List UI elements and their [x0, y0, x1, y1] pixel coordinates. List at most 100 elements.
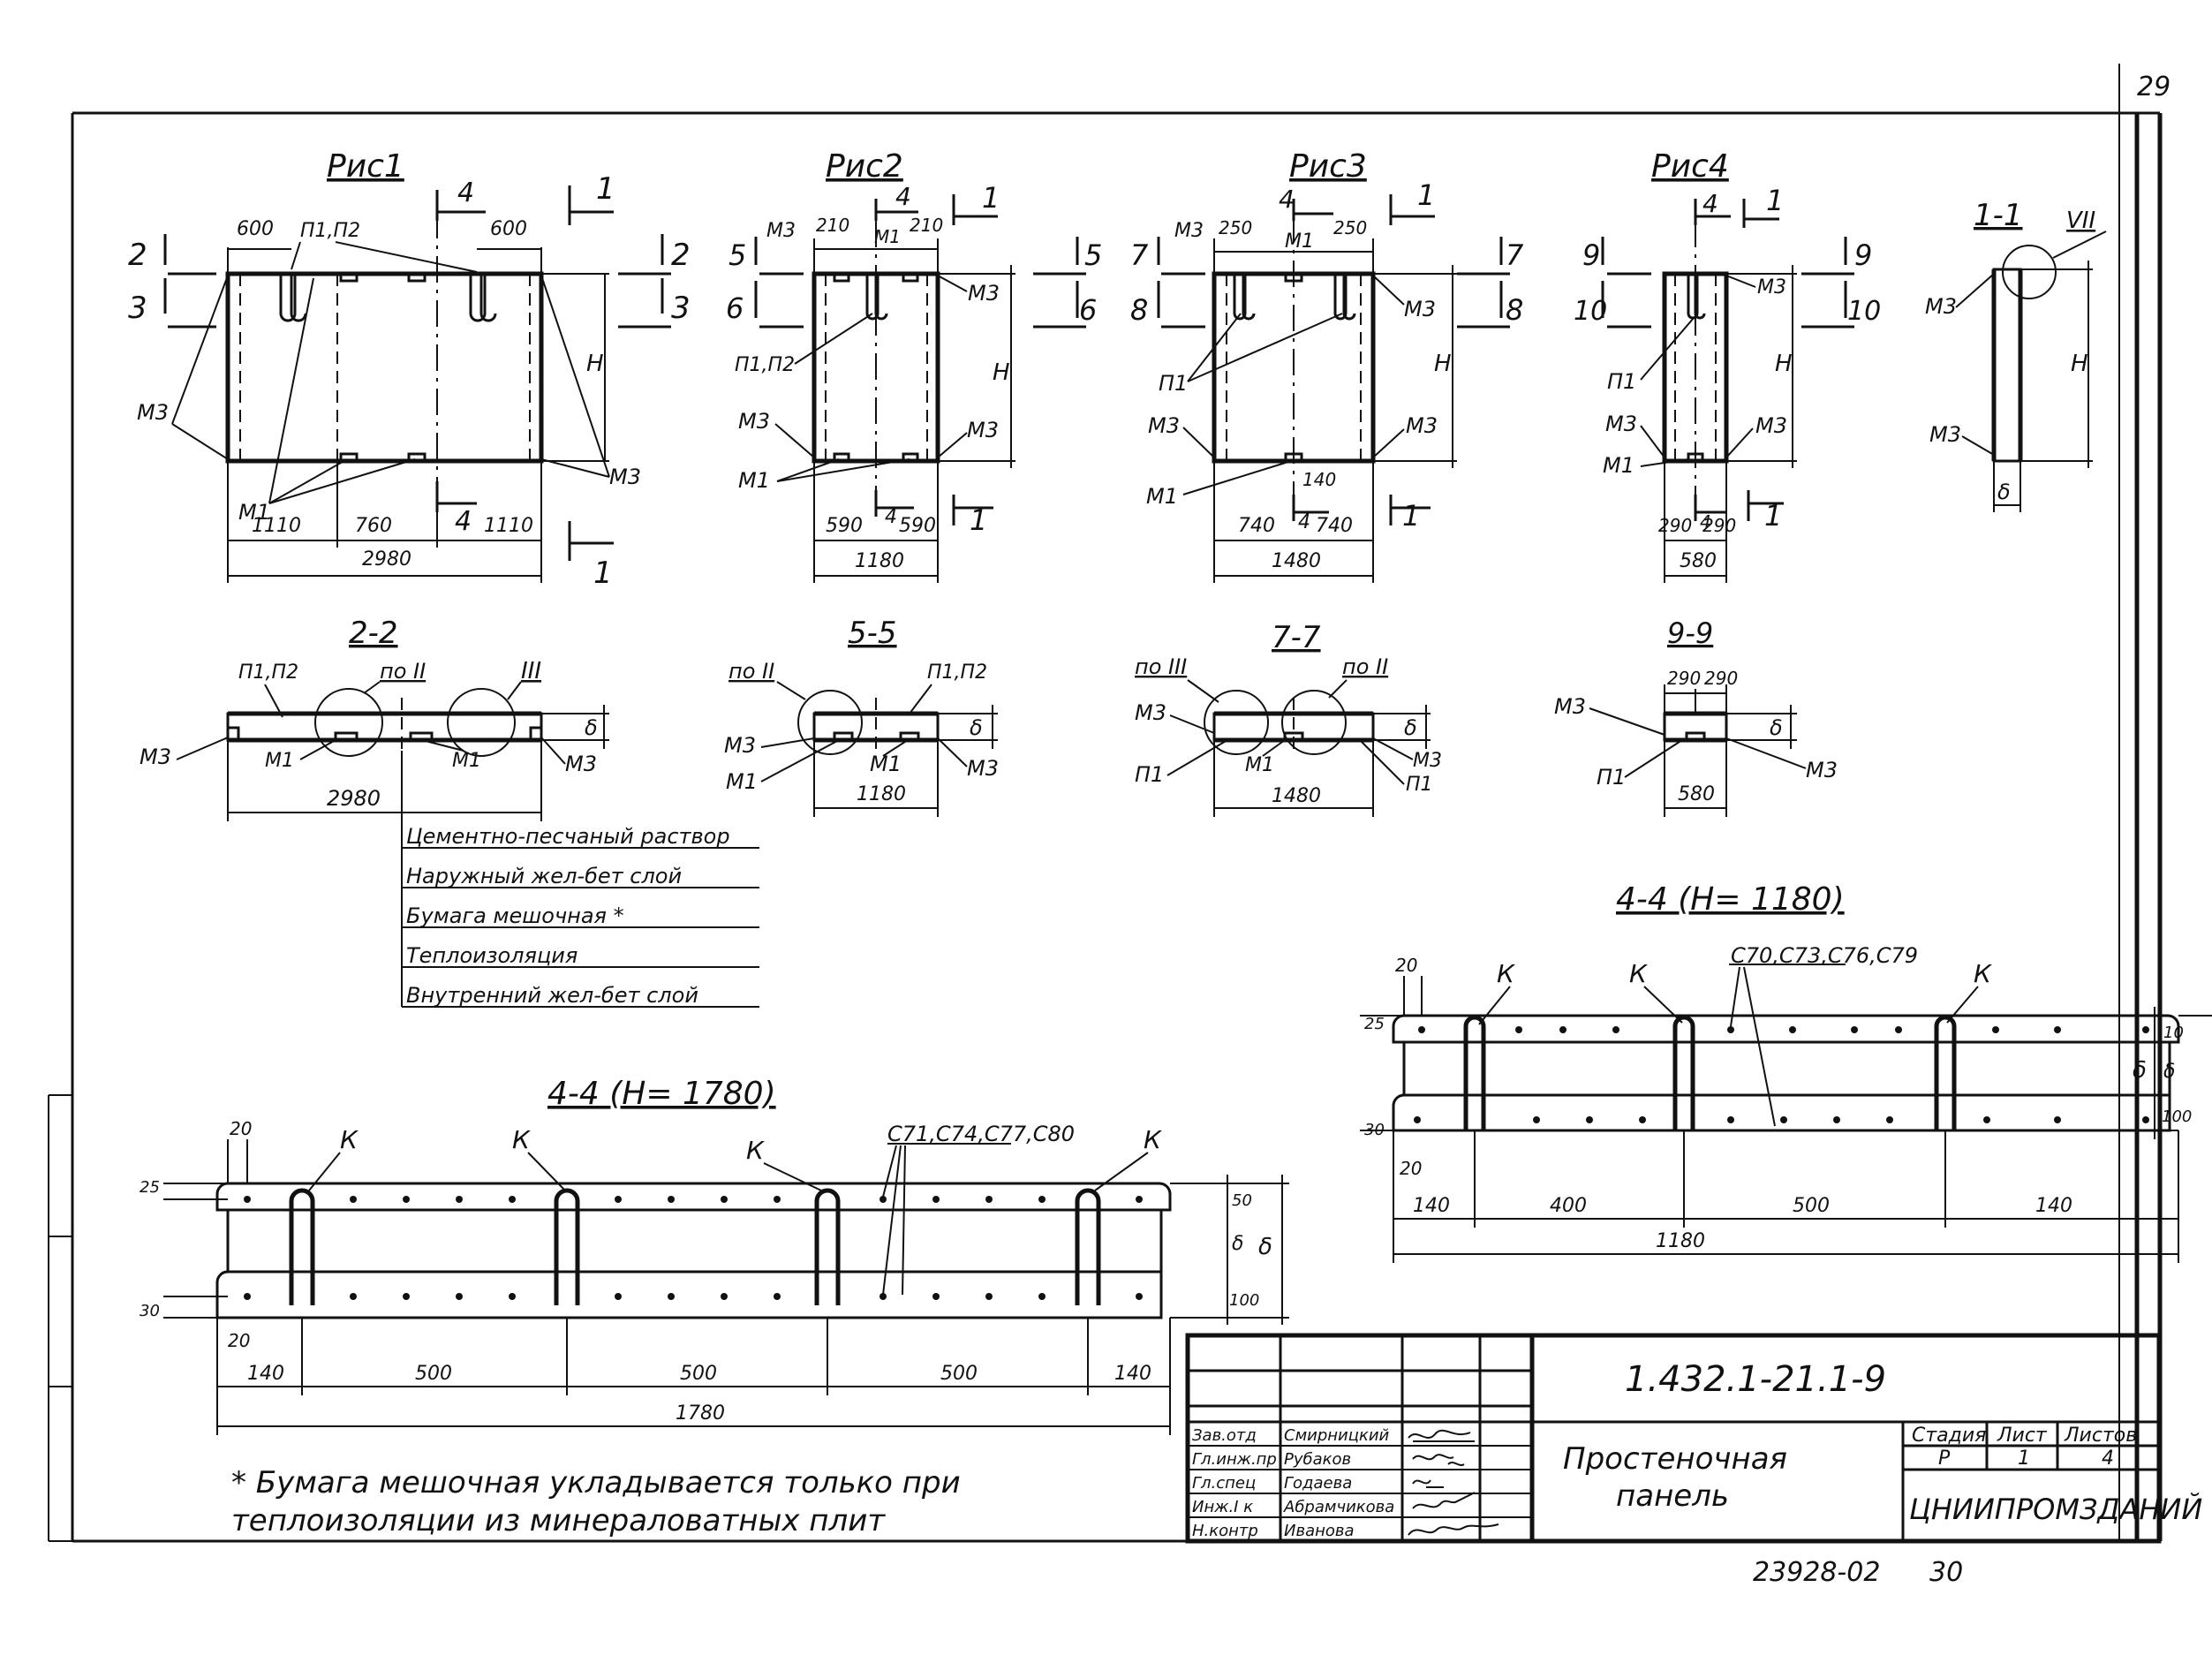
- fig4-section-1-bottom: 1: [1764, 499, 1782, 533]
- title-block-name-1: Смирницкий: [1284, 1426, 1390, 1445]
- section-9-9-p: П1: [1597, 765, 1626, 790]
- section-4-4-large-dim-500-3: 500: [940, 1363, 978, 1385]
- title-block-role-3: Гл.спец: [1192, 1474, 1256, 1493]
- fig3-dim-250-left: 250: [1219, 217, 1252, 238]
- legend-item-insulation: Теплоизоляция: [406, 943, 578, 968]
- section-4-4-small-total: δ: [2133, 1057, 2147, 1084]
- fig2-dim-590-right: 590: [899, 515, 936, 537]
- section-5-5-ref2: по II: [729, 659, 774, 684]
- section-4-4-large-dim-140-right: 140: [1114, 1363, 1151, 1385]
- section-9-9-dim-290-right: 290: [1704, 668, 1738, 689]
- fig2-height: H: [993, 359, 1010, 386]
- section-4-4-small-dim-140-left: 140: [1413, 1195, 1450, 1217]
- signatures: [1408, 1429, 1499, 1536]
- fig3-height: H: [1434, 351, 1452, 377]
- fig1-section-2-right: 2: [671, 238, 691, 273]
- fig3-dim-740-left: 740: [1238, 515, 1275, 537]
- section-4-4-small-dim-400: 400: [1550, 1195, 1587, 1217]
- section-2-2-title: 2-2: [349, 616, 398, 651]
- fig4-mark-m3-left: М3: [1605, 412, 1637, 436]
- section-4-4-large-total: δ: [1258, 1234, 1272, 1260]
- title-block-sheets: 4: [2102, 1447, 2114, 1470]
- figure-2: Рис2 М3 210 М1 210 П1,П2 М3 М1 М3 М3 H: [726, 148, 1102, 583]
- fig4-section-9-left: 9: [1582, 238, 1600, 272]
- fig3-section-8-left: 8: [1130, 293, 1148, 327]
- layer-legend: Цементно-песчаный раствор Наружный жел-б…: [402, 824, 759, 1008]
- fig3-section-4-bottom: 4: [1298, 511, 1310, 533]
- section-4-4-small-side-20-top: 20: [1395, 955, 1417, 976]
- fig2-dim-210-right: 210: [910, 215, 943, 236]
- section-4-4-large-k1: К: [340, 1125, 359, 1154]
- fig2-mark-m3-right: М3: [967, 418, 999, 442]
- fig3-mark-m1-top: М1: [1285, 231, 1314, 253]
- fig1-dim-1110-right: 1110: [484, 515, 533, 537]
- section-4-4-large-side-20-bottom: 20: [228, 1330, 250, 1351]
- section-2-2-m3-right: М3: [565, 752, 597, 776]
- section-4-4-small-k2: К: [1629, 959, 1648, 988]
- title-block-role-4: Инж.I к: [1192, 1498, 1253, 1516]
- section-9-9: 9-9 290 290 М3 П1 М3 δ 580: [1554, 616, 1838, 817]
- section-4-4-h1780: 4-4 (H= 1780) К К К К С71,С74,С77,С80: [140, 1076, 1289, 1435]
- section-1-1-detail-ref: VII: [2066, 208, 2095, 234]
- section-5-5-p: П1,П2: [927, 661, 987, 684]
- fig4-mark-m3-top: М3: [1757, 276, 1786, 299]
- fig3-section-4-top: 4: [1279, 185, 1295, 214]
- section-1-1-height: H: [2071, 351, 2088, 377]
- section-9-9-title: 9-9: [1667, 616, 1713, 650]
- section-4-4-large-side-20-top: 20: [230, 1118, 252, 1139]
- section-1-1-m3-top: М3: [1925, 294, 1957, 319]
- section-5-5: 5-5 по II П1,П2 М3 М1 М1 М3 δ 1180: [724, 616, 999, 817]
- fig3-section-7-left: 7: [1130, 238, 1149, 272]
- title-block-role-5: Н.контр: [1192, 1522, 1258, 1540]
- section-9-9-width: 580: [1678, 783, 1715, 805]
- section-4-4-small-layer-mid: δ: [2163, 1061, 2175, 1083]
- section-2-2-p: П1,П2: [238, 661, 298, 684]
- title-block-stage-label: Стадия: [1912, 1425, 1986, 1447]
- fig3-section-1-top: 1: [1417, 178, 1435, 212]
- section-2-2: 2-2 П1,П2 по II III М3 М1 М1 М3 δ 2980: [140, 616, 609, 1007]
- fig1-mark-m3-left: М3: [137, 400, 169, 425]
- section-7-7-ref3: по III: [1135, 654, 1187, 679]
- legend-item-inner-layer: Внутренний жел-бет слой: [406, 983, 698, 1008]
- section-5-5-title: 5-5: [848, 616, 897, 651]
- figure-4-title: Рис4: [1651, 148, 1729, 185]
- fig4-dim-290-left: 290: [1658, 515, 1692, 536]
- fig2-section-4-top: 4: [895, 182, 911, 211]
- title-block-sheets-label: Листов: [2064, 1425, 2137, 1447]
- fig2-dim-590-left: 590: [826, 515, 863, 537]
- fig2-mark-m1: М1: [738, 468, 770, 493]
- section-4-4-large-layer-mid: δ: [1232, 1233, 1243, 1255]
- title-block-name-3: Годаева: [1284, 1474, 1352, 1493]
- fig1-mark-m3-right: М3: [609, 465, 641, 489]
- fig4-section-10-right: 10: [1847, 296, 1881, 327]
- section-1-1-thickness: δ: [1997, 480, 2011, 504]
- fig1-section-1-top: 1: [596, 171, 615, 207]
- fig1-dim-total: 2980: [362, 548, 411, 571]
- section-2-2-m3-left: М3: [140, 745, 171, 769]
- section-9-9-thickness: δ: [1770, 715, 1783, 740]
- rebar-dots-small: [1414, 1026, 2149, 1123]
- section-5-5-m1-left: М1: [726, 769, 758, 794]
- section-4-4-small-dim-500: 500: [1793, 1195, 1830, 1217]
- section-5-5-m1-right: М1: [870, 752, 902, 776]
- title-block-role-1: Зав.отд: [1192, 1426, 1257, 1445]
- section-1-1: 1-1 VII H М3 М3 δ: [1925, 198, 2107, 512]
- legend-item-outer-layer: Наружный жел-бет слой: [406, 864, 682, 888]
- section-5-5-thickness: δ: [970, 715, 983, 740]
- section-4-4-large-side-25: 25: [140, 1178, 160, 1197]
- section-4-4-small-dim-140-right: 140: [2035, 1195, 2072, 1217]
- fig1-section-4-bottom: 4: [455, 506, 472, 537]
- footer-page: 30: [1929, 1557, 1963, 1588]
- section-9-9-m3-left: М3: [1554, 694, 1586, 719]
- section-2-2-width: 2980: [327, 786, 381, 811]
- figure-2-title: Рис2: [826, 148, 903, 185]
- section-4-4-small-side-25: 25: [1364, 1015, 1385, 1033]
- fig1-section-3-right: 3: [671, 291, 691, 326]
- section-4-4-small-title: 4-4 (H= 1180): [1616, 881, 1845, 918]
- fig4-mark-m1: М1: [1603, 453, 1634, 478]
- section-4-4-large-side-30: 30: [140, 1302, 160, 1320]
- section-4-4-large-dim-total: 1780: [676, 1402, 725, 1425]
- section-4-4-large-layer-top: 50: [1232, 1191, 1252, 1210]
- section-4-4-small-k1: К: [1497, 959, 1515, 988]
- figure-4: Рис4 М3 П1 М3 М1 М3 H 290 290 580 9 10: [1574, 148, 1881, 583]
